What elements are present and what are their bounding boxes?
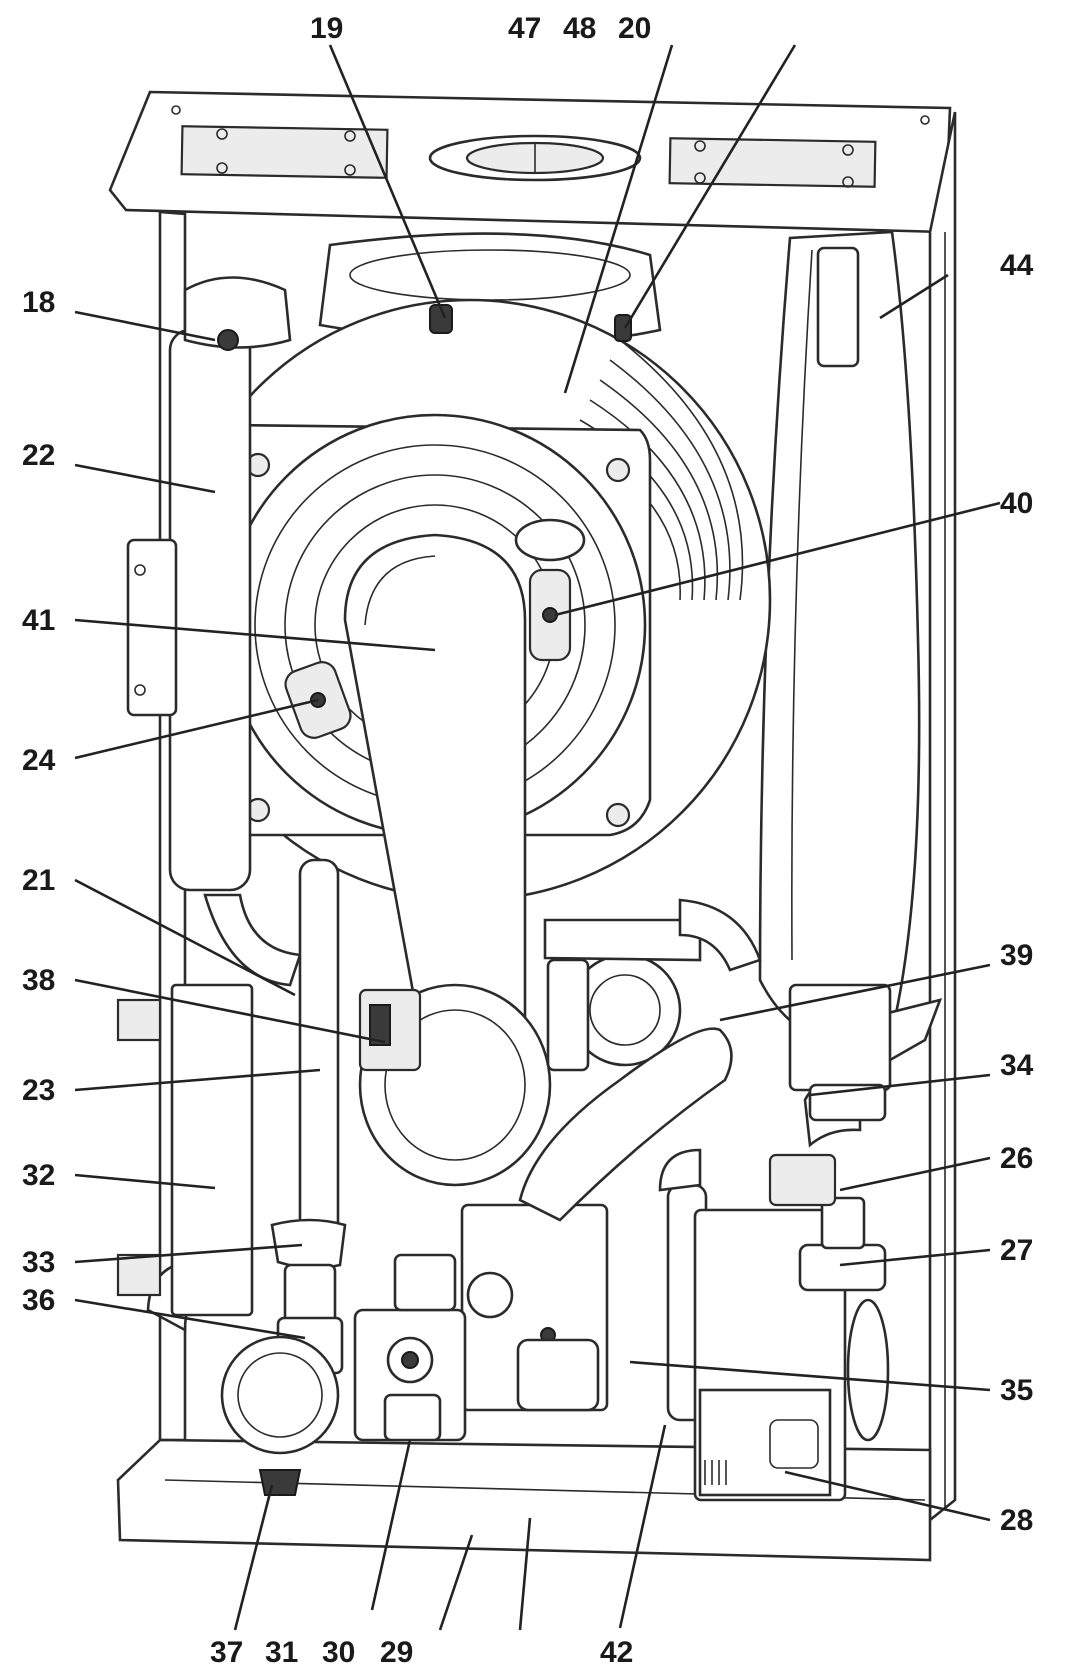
label-19: 19 [310, 12, 343, 45]
label-37: 37 [210, 1636, 243, 1669]
label-44: 44 [1000, 249, 1034, 282]
label-21: 21 [22, 864, 55, 897]
label-32: 32 [22, 1159, 55, 1192]
label-47: 47 [508, 12, 541, 45]
label-38: 38 [22, 964, 55, 997]
label-42: 42 [600, 1636, 633, 1669]
label-40: 40 [1000, 487, 1033, 520]
label-36: 36 [22, 1284, 55, 1317]
circulation-pump [693, 983, 892, 1502]
expansion-vessel [758, 230, 943, 1063]
label-24: 24 [22, 744, 56, 777]
label-33: 33 [22, 1246, 55, 1279]
hydraulic-group-left [116, 983, 347, 1496]
label-18: 18 [22, 286, 55, 319]
label-34: 34 [1000, 1049, 1034, 1082]
label-35: 35 [1000, 1374, 1033, 1407]
label-22: 22 [22, 439, 55, 472]
label-29: 29 [380, 1636, 413, 1669]
callout-labels: 19 47 48 20 18 44 22 40 41 24 21 39 38 2… [22, 12, 1034, 1669]
label-20: 20 [618, 12, 651, 45]
label-30: 30 [322, 1636, 355, 1669]
label-26: 26 [1000, 1142, 1033, 1175]
label-41: 41 [22, 604, 55, 637]
label-48: 48 [563, 12, 596, 45]
fan [358, 983, 552, 1187]
label-23: 23 [22, 1074, 55, 1107]
label-39: 39 [1000, 939, 1033, 972]
gas-valve-assembly [460, 953, 682, 1412]
label-31: 31 [265, 1636, 298, 1669]
label-27: 27 [1000, 1234, 1033, 1267]
leader-lines [74, 44, 1001, 1631]
heat-exchanger [168, 232, 772, 1062]
diverter-controls [353, 1253, 467, 1442]
label-28: 28 [1000, 1504, 1033, 1537]
